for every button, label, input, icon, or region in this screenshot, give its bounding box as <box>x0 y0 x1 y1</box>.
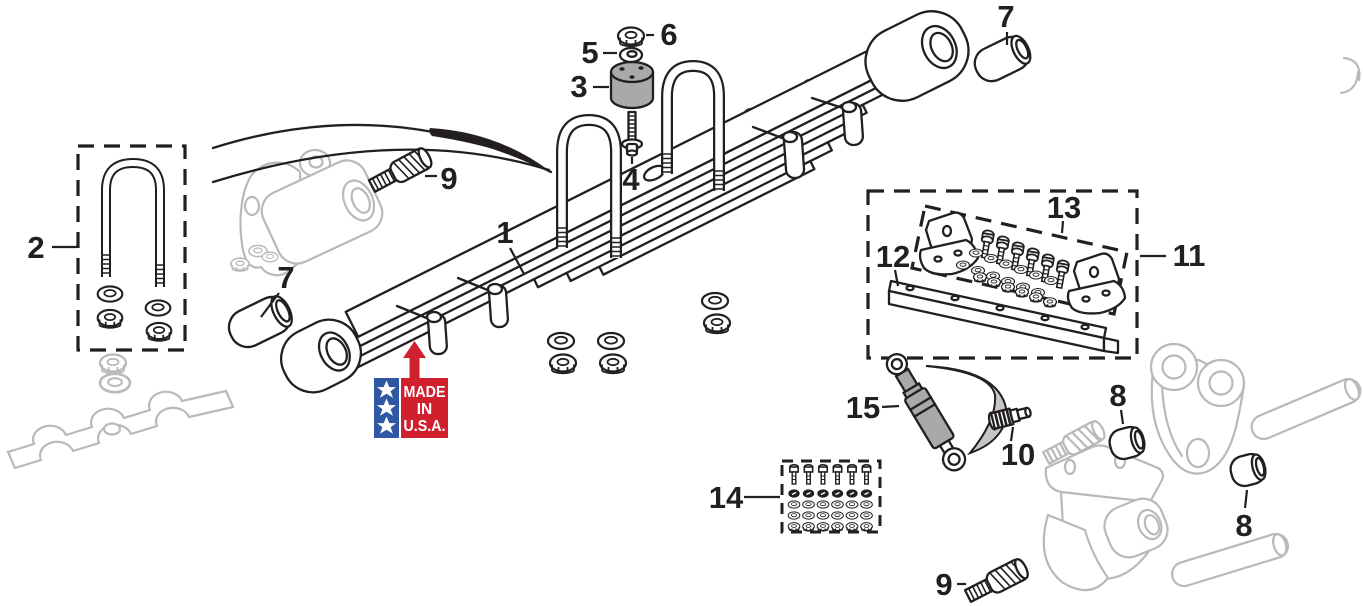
callouts: 1 2 3 4 5 6 7 7 8 8 9 9 10 11 12 13 14 1… <box>27 0 1252 602</box>
leaf-lines <box>331 84 882 369</box>
u-bolt-right <box>661 59 725 191</box>
kit-flat-washers <box>787 500 873 520</box>
part-label-8b: 8 <box>1235 508 1252 543</box>
u-bolt-left <box>556 113 622 258</box>
part-label-3: 3 <box>570 69 587 104</box>
badge-line-2: IN <box>417 401 433 418</box>
center-bolt-nut <box>616 26 646 48</box>
part-label-6: 6 <box>660 17 677 52</box>
kit-nuts <box>787 522 873 532</box>
badge-line-1: MADE <box>404 384 446 401</box>
shock-absorber <box>885 352 967 472</box>
ghost-parts-layer <box>6 56 1362 592</box>
stud-ghost <box>1042 420 1106 465</box>
part-label-2: 2 <box>27 230 44 265</box>
bracket-kit-box <box>866 189 1139 360</box>
nut-ghost <box>98 353 128 375</box>
part-label-7: 7 <box>997 0 1014 34</box>
shock-swoosh <box>925 365 1009 456</box>
shock-stud-10 <box>987 406 1032 431</box>
spring-stud-lower <box>963 558 1029 603</box>
part-label-9b: 9 <box>935 567 952 602</box>
part-label-10: 10 <box>1001 437 1035 472</box>
part-label-5: 5 <box>581 35 598 70</box>
u-bolt-hardware <box>546 291 732 375</box>
spring-eye-front <box>280 318 362 394</box>
axle-plate-ghost <box>6 389 235 470</box>
swoosh-arrow <box>211 123 553 184</box>
axle-bracket-ghost <box>230 148 384 277</box>
mounting-plate <box>887 279 1120 355</box>
bump-stop <box>609 60 655 110</box>
made-in-usa-badge: MADE IN U.S.A. <box>374 341 448 438</box>
angle-bracket <box>918 211 980 276</box>
part-label-15: 15 <box>846 390 880 425</box>
bushing-8-lower <box>1229 452 1267 488</box>
kit-lock-washers <box>788 489 873 498</box>
spring-clips <box>395 96 865 356</box>
part-label-12: 12 <box>876 239 910 274</box>
spring-stud-upper <box>367 147 433 193</box>
frame-edge-ghost <box>1339 56 1361 95</box>
part-label-11: 11 <box>1173 238 1206 273</box>
shackle-ghost <box>1149 342 1246 475</box>
hardware-kit-13-box <box>910 204 1129 316</box>
bushing-7-front <box>227 295 293 349</box>
part-label-13: 13 <box>1047 190 1081 225</box>
u-bolt-kit-box <box>76 144 187 352</box>
center-bolt-washer <box>618 46 644 64</box>
badge-line-3: U.S.A. <box>404 418 446 435</box>
center-bolt <box>620 110 644 157</box>
shackle-pin-ghost <box>1250 377 1362 441</box>
part-label-1: 1 <box>496 215 513 250</box>
shock-hardware-box <box>780 459 882 534</box>
spring-hanger-ghost <box>1042 444 1169 592</box>
part-label-14: 14 <box>709 480 744 515</box>
spring-eye-rear <box>864 10 970 102</box>
part-label-9: 9 <box>440 161 457 196</box>
part-label-4: 4 <box>622 162 640 197</box>
shackle-pin-ghost <box>1170 532 1290 588</box>
kit-small-bolts <box>788 463 872 485</box>
bushing-7-rear <box>973 34 1032 83</box>
angle-bracket <box>1066 252 1127 315</box>
up-arrow-icon <box>403 341 426 378</box>
part-label-8: 8 <box>1109 378 1126 413</box>
washer-ghost <box>98 372 132 394</box>
part-label-7b: 7 <box>277 260 294 295</box>
bushing-8-upper <box>1108 425 1146 461</box>
